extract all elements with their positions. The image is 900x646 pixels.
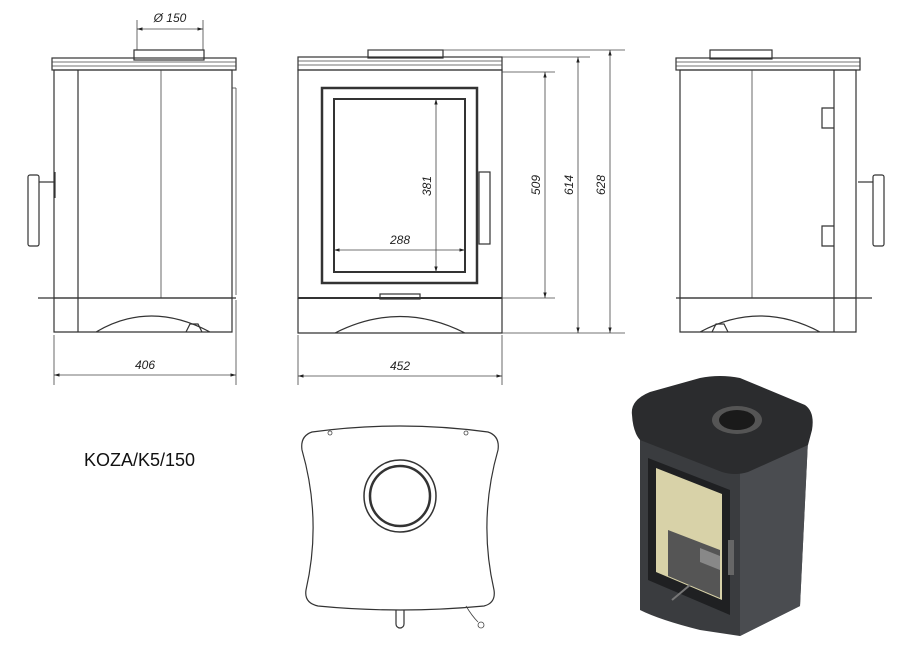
dim-glass-width: 288 xyxy=(389,233,410,247)
top-view xyxy=(301,425,499,629)
dim-front-width: 452 xyxy=(390,359,410,373)
dim-glass-height: 381 xyxy=(420,176,434,196)
side-view-left: Ø 150 406 xyxy=(27,11,237,385)
dim-door-height: 509 xyxy=(529,175,543,195)
model-label: KOZA/K5/150 xyxy=(84,450,196,470)
dim-flue-diameter: Ø 150 xyxy=(153,11,187,25)
stove-3d-render xyxy=(631,376,813,636)
dim-body-height: 614 xyxy=(562,175,576,195)
dim-total-height: 628 xyxy=(594,175,608,195)
dim-side-depth: 406 xyxy=(135,358,155,372)
front-view: 381 288 509 614 628 452 xyxy=(297,49,625,385)
side-view-right xyxy=(675,49,885,333)
